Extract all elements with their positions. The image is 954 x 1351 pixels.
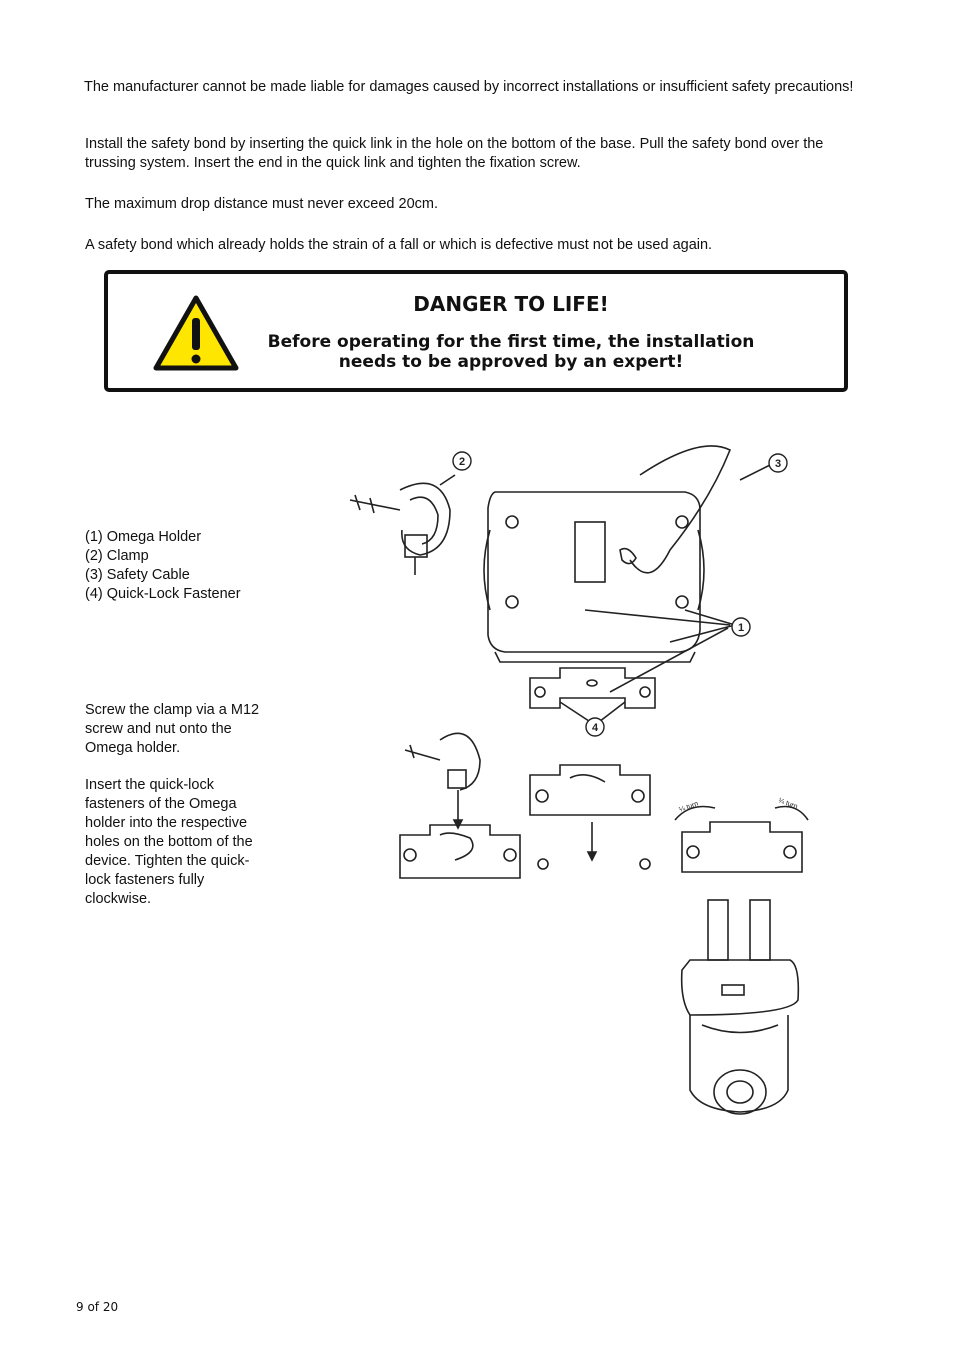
callout-2: 2 (459, 456, 465, 468)
danger-line-2: needs to be approved by an expert! (338, 352, 684, 372)
page-number: 9 of 20 (76, 1300, 119, 1314)
legend-item: (2) Clamp (85, 548, 149, 564)
install-paragraph: Install the safety bond by inserting the… (85, 136, 824, 171)
clamp-instruction: Screw the clamp via a M12 screw and nut … (85, 702, 260, 756)
callout-1: 1 (738, 622, 744, 634)
holder-clamp-assembled (399, 824, 521, 879)
warning-triangle-icon (153, 295, 239, 371)
moving-head-drawing (680, 899, 800, 1115)
quicklock-instruction: Insert the quick-lock fasteners of the O… (85, 777, 253, 907)
callout-3: 3 (775, 458, 781, 470)
clamp-middle-drawing (404, 732, 481, 830)
danger-title: DANGER TO LIFE! (413, 292, 609, 316)
mounting-diagram: 2 3 1 4 ¼ turn ¼ turn (349, 445, 809, 1115)
base-plate-drawing (483, 445, 732, 663)
danger-line-1: Before operating for the first time, the… (267, 332, 755, 352)
rotation-label-right: ¼ turn (777, 797, 798, 810)
defective-bond-paragraph: A safety bond which already holds the st… (85, 237, 713, 253)
omega-holder-drawing (529, 667, 656, 709)
legend-item: (1) Omega Holder (85, 529, 202, 545)
holder-rotation-drawing (674, 805, 809, 873)
danger-warning-box: DANGER TO LIFE! Before operating for the… (104, 270, 848, 392)
legend-item: (3) Safety Cable (85, 567, 190, 583)
danger-subtitle: Before operating for the first time, the… (108, 332, 844, 372)
callout-4: 4 (592, 722, 599, 734)
clamp-drawing (349, 482, 451, 575)
rotation-label-left: ¼ turn (678, 800, 699, 813)
liability-paragraph: The manufacturer cannot be made liable f… (84, 79, 854, 95)
drop-distance-paragraph: The maximum drop distance must never exc… (85, 196, 438, 212)
holder-center-drawing (529, 764, 651, 870)
parts-legend: (1) Omega Holder (2) Clamp (3) Safety Ca… (85, 528, 241, 604)
legend-item: (4) Quick-Lock Fastener (85, 586, 241, 602)
